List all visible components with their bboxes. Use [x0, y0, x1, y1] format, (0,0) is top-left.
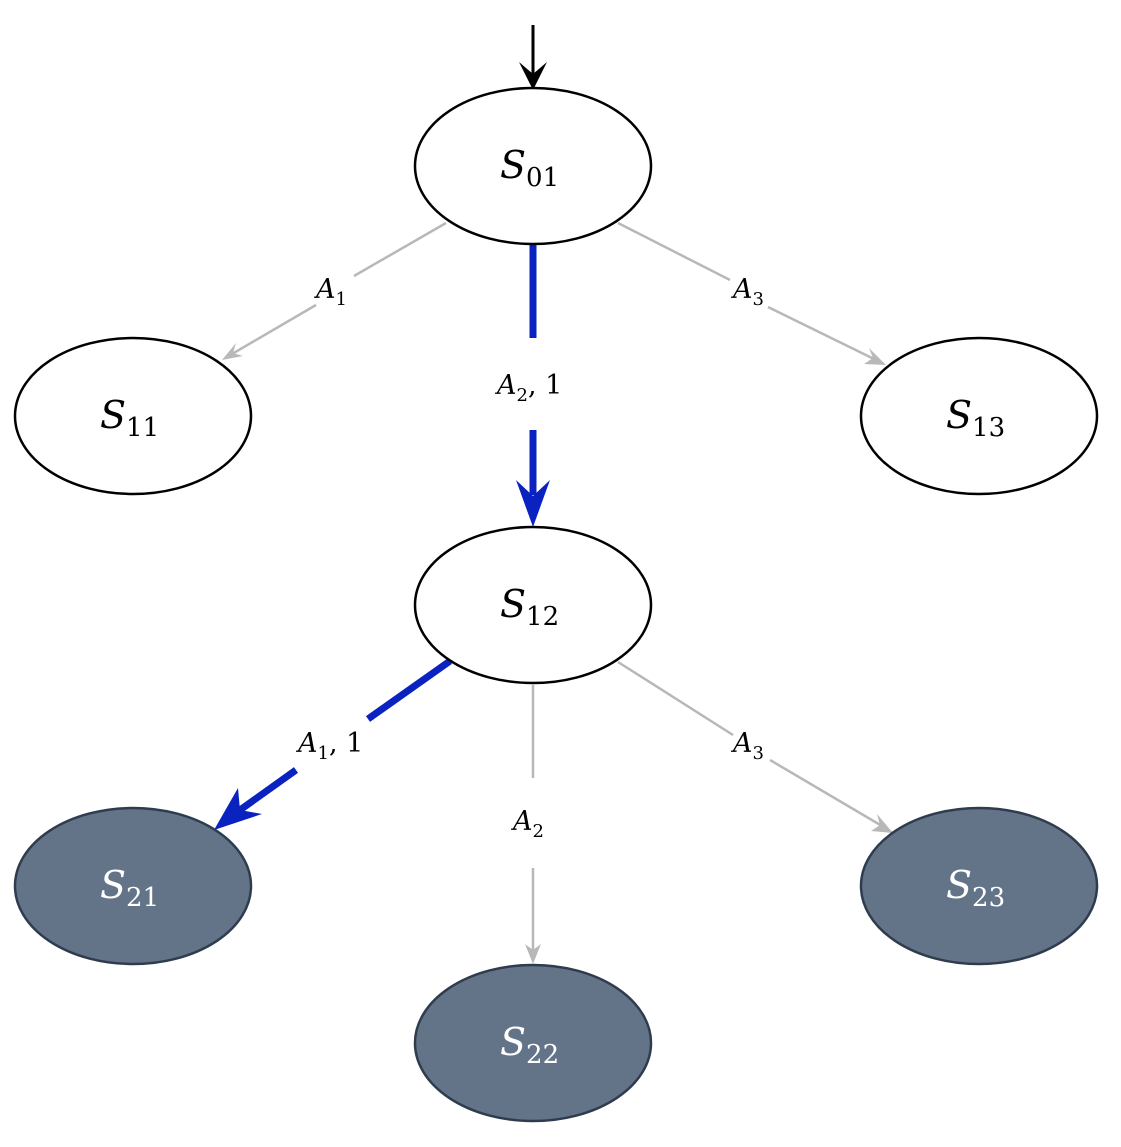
edge-label-s12-s22: A2 [510, 806, 544, 842]
edge-s01-s13: A3 [617, 221, 886, 365]
edge-s12-s22: A2 [510, 685, 544, 964]
node-s12: S12 [413, 525, 653, 685]
node-label-s21: S21 [100, 863, 159, 913]
node-label-s12: S12 [500, 582, 559, 632]
edge-s12-s21-active: A1, 1 [214, 658, 453, 830]
start-arrow [519, 25, 547, 90]
terminal-node-s21: S21 [13, 806, 253, 966]
edge-label-s12-s21: A1, 1 [295, 728, 363, 764]
edge-label-s01-s11: A1 [313, 274, 347, 310]
node-label-s22: S22 [500, 1020, 559, 1070]
edge-s01-s12-active: A2, 1 [494, 245, 562, 527]
node-s01: S01 [413, 86, 653, 246]
node-label-s01: S01 [500, 143, 559, 193]
edge-label-s12-s23: A3 [730, 728, 764, 764]
edge-label-s01-s13: A3 [730, 274, 764, 310]
terminal-node-s22: S22 [413, 963, 653, 1123]
node-s13: S13 [859, 336, 1099, 496]
node-label-s23: S23 [946, 863, 1005, 913]
node-s11: S11 [13, 336, 253, 496]
terminal-node-s23: S23 [859, 806, 1099, 966]
edge-s01-s11: A1 [222, 221, 447, 360]
node-label-s13: S13 [946, 393, 1005, 443]
node-label-s11: S11 [100, 393, 159, 443]
edge-label-s01-s12: A2, 1 [494, 370, 562, 406]
edge-s12-s23: A3 [617, 660, 893, 833]
